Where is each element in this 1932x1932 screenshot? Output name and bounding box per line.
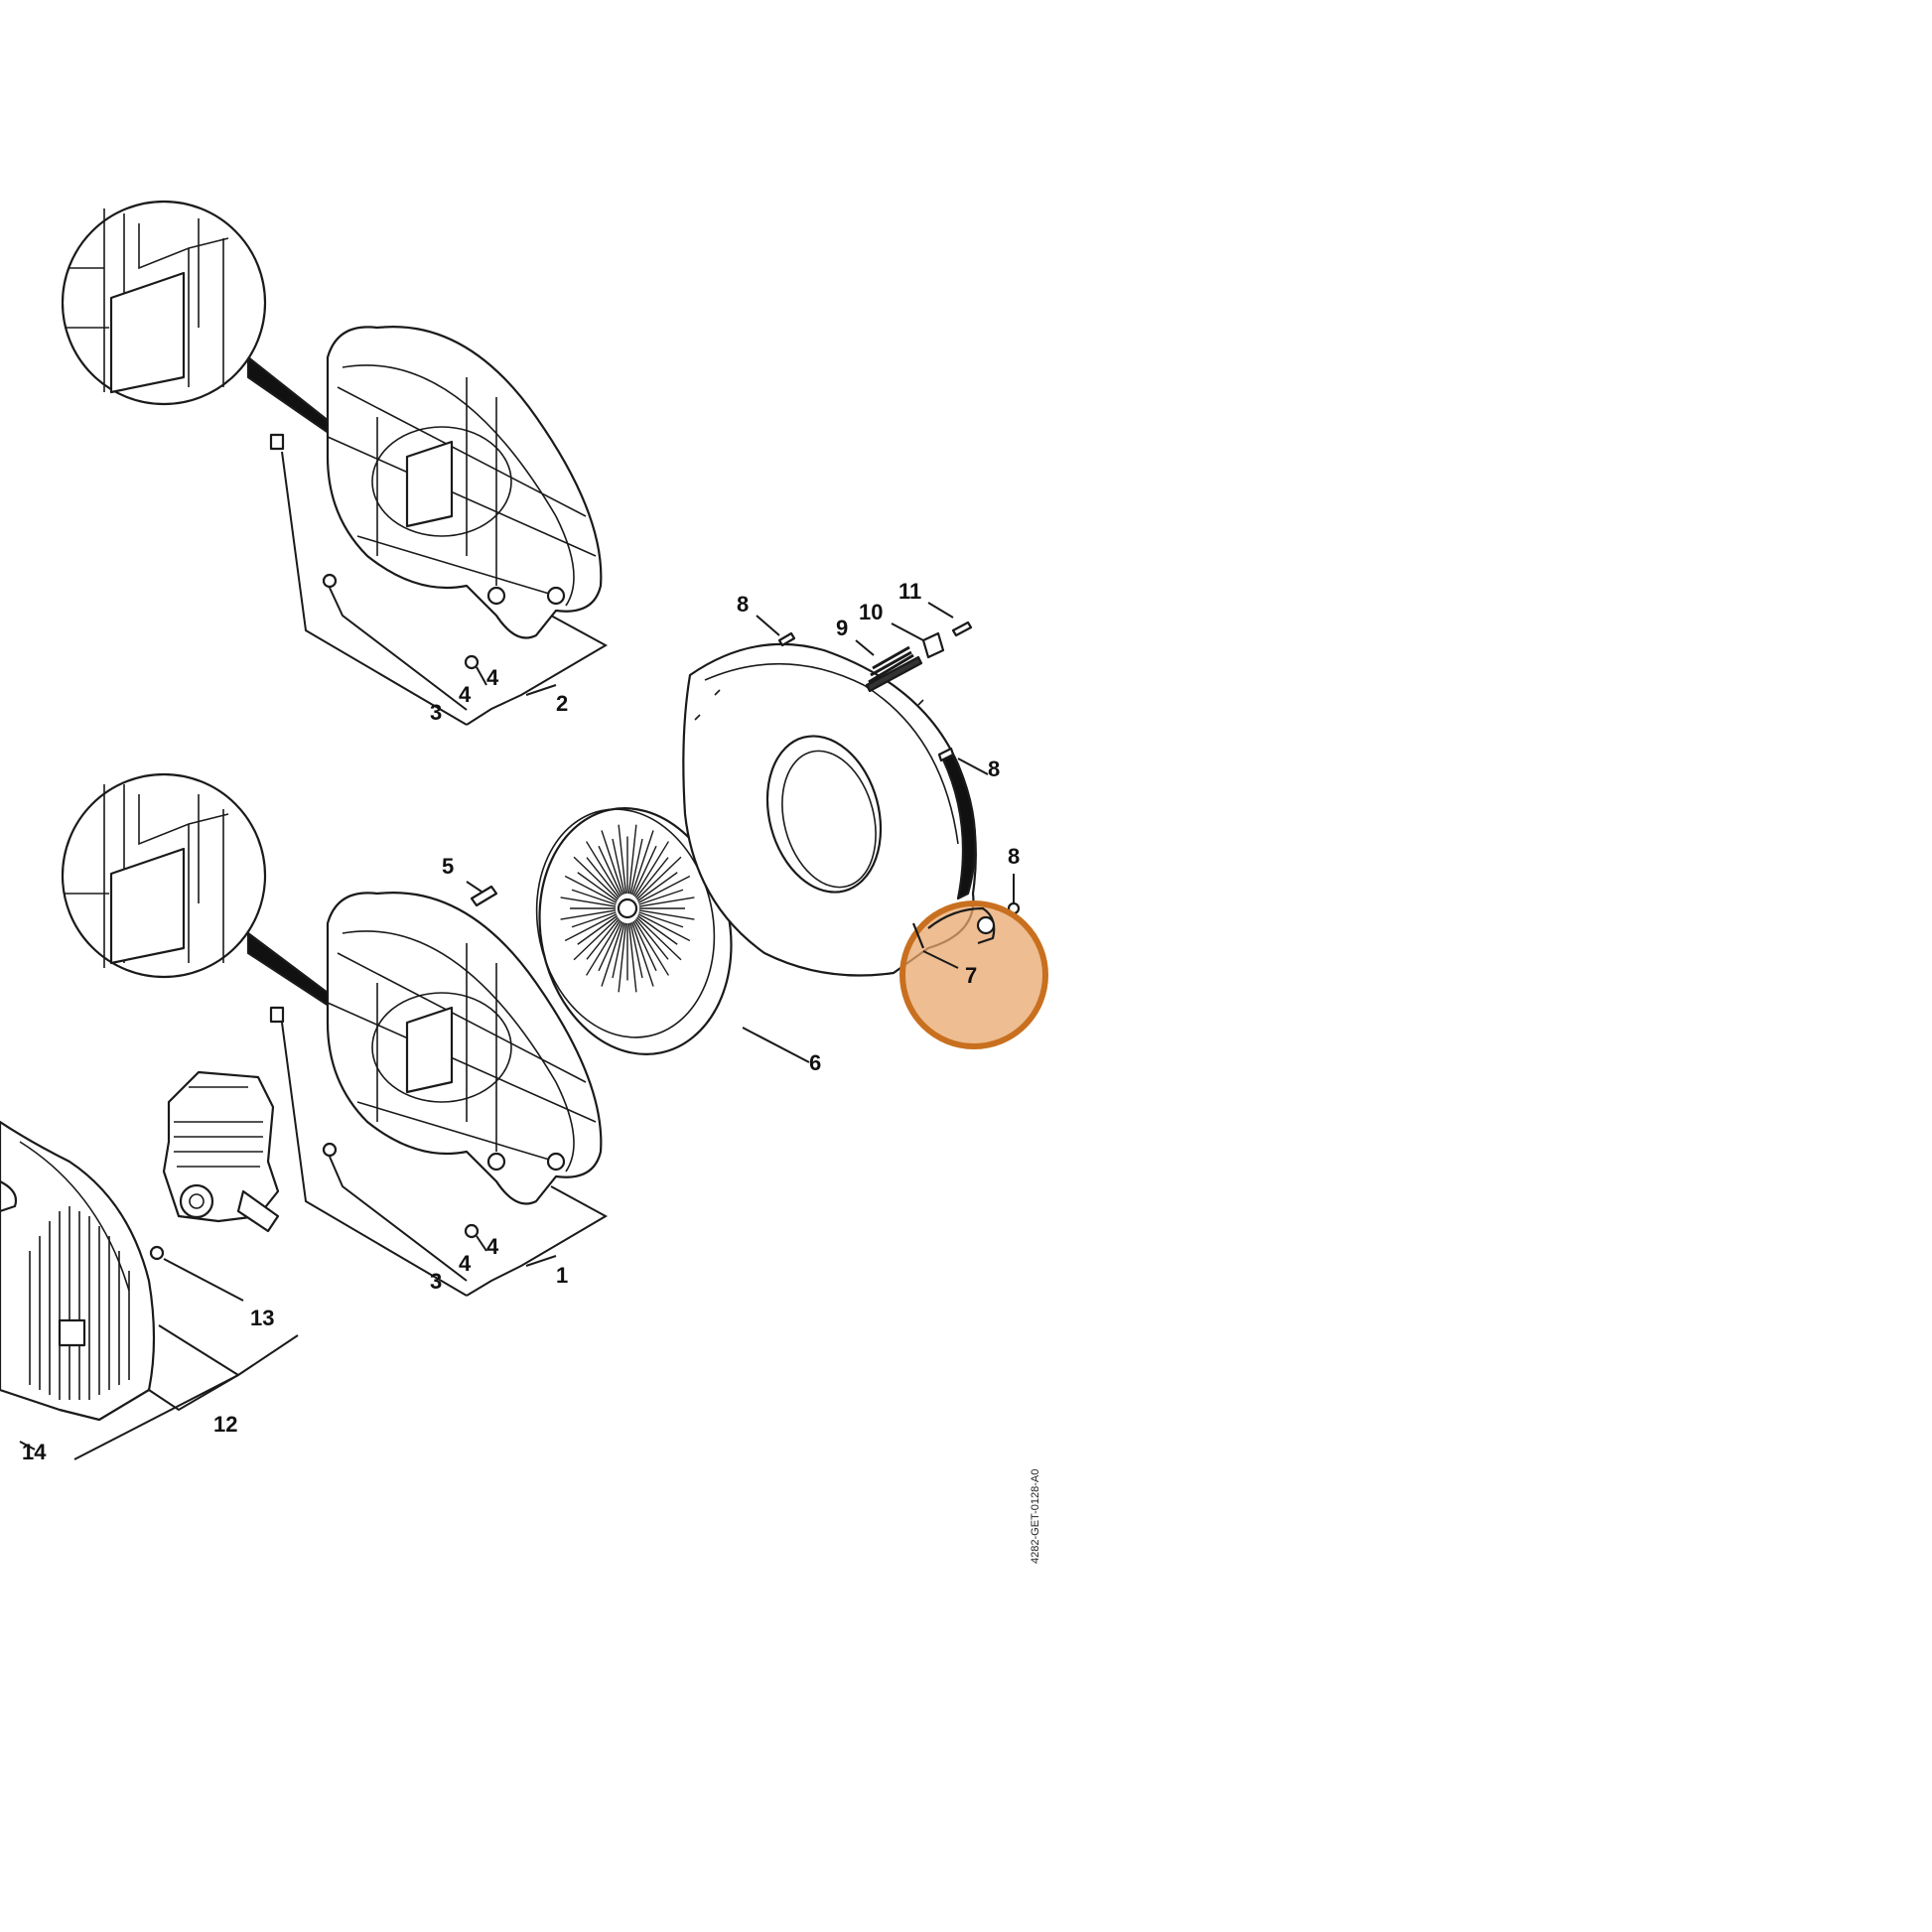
callout-8-top[interactable]: 8 [737, 592, 749, 617]
leaders-lower [281, 881, 609, 1297]
fan-spoke [560, 909, 617, 920]
fan-spoke [618, 824, 627, 895]
screw-part-8-top [777, 631, 796, 647]
callout-12[interactable]: 12 [213, 1412, 237, 1437]
fan-spoke [636, 916, 682, 961]
callout-7[interactable]: 7 [965, 963, 977, 988]
leaders-cover [756, 602, 1015, 903]
callout-10[interactable]: 10 [859, 600, 883, 624]
engine-unit [162, 1070, 280, 1233]
screw-part-13 [149, 1245, 165, 1261]
callout-3-upper[interactable]: 3 [430, 700, 442, 725]
fan-spoke [586, 841, 621, 897]
callout-4-upper-a[interactable]: 4 [486, 665, 499, 690]
callout-11[interactable]: 11 [898, 579, 921, 604]
callout-4-lower-a[interactable]: 4 [486, 1234, 499, 1259]
fan-spoke [586, 919, 621, 976]
fan-spoke [634, 857, 669, 898]
fan-spoke [577, 914, 619, 945]
fan-spoke [636, 856, 682, 900]
callout-14[interactable]: 14 [22, 1440, 47, 1464]
fan-spoke [577, 872, 619, 902]
fan-housing-lower [326, 892, 603, 1205]
fan-spoke [560, 897, 617, 907]
fan-spoke [633, 919, 669, 976]
fan-spoke [630, 830, 654, 896]
fan-spoke [601, 830, 624, 896]
screw-upper [269, 433, 285, 451]
fan-spoke [627, 922, 637, 993]
fan-spoke [629, 922, 643, 979]
fan-spoke [601, 921, 624, 987]
fan-spoke [618, 922, 627, 993]
fan-spoke [638, 897, 695, 907]
fan-spoke [638, 889, 684, 905]
fan-spoke [634, 918, 669, 960]
fan-spoke [612, 922, 625, 979]
fan-spoke [612, 838, 625, 895]
fan-spoke [637, 913, 691, 942]
fan-spoke [586, 857, 621, 898]
fan-spoke [636, 872, 678, 902]
callout-2[interactable]: 2 [556, 691, 568, 716]
leaders-upper [281, 451, 609, 726]
fan-spoke [638, 911, 684, 928]
washer-lower-a [322, 1142, 338, 1158]
fan-spoke [571, 889, 617, 905]
blower-cover [682, 642, 977, 977]
screw-lower [269, 1006, 285, 1024]
fan-wheel [535, 807, 810, 1063]
callout-9[interactable]: 9 [836, 616, 848, 640]
engine-shroud [0, 1120, 156, 1422]
fan-spoke [586, 918, 621, 960]
fan-spoke [629, 838, 643, 895]
callout-13[interactable]: 13 [250, 1306, 274, 1330]
fan-spoke [598, 845, 622, 897]
screw-part-5 [470, 885, 498, 907]
document-reference: 4282-GET-0128-A0 [1030, 1469, 1041, 1564]
highlight-circle[interactable] [899, 900, 1048, 1049]
fan-spoke [564, 913, 618, 942]
callout-1[interactable]: 1 [556, 1263, 568, 1288]
fan-spoke [564, 875, 618, 903]
callout-5[interactable]: 5 [442, 854, 454, 879]
fan-spoke [633, 841, 669, 897]
washer-upper-b [464, 654, 480, 670]
screw-part-8-mid [937, 747, 955, 762]
spring-part-9 [865, 645, 923, 693]
fan-spoke [598, 920, 622, 972]
fan-spoke [632, 845, 657, 897]
fan-spoke [571, 911, 617, 928]
callout-8-mid[interactable]: 8 [988, 757, 1000, 781]
fan-housing-upper [326, 326, 603, 639]
grommet-part-10 [921, 631, 945, 659]
callout-3-lower[interactable]: 3 [430, 1269, 442, 1294]
washer-upper-a [322, 573, 338, 589]
callout-4-lower-b[interactable]: 4 [459, 1251, 472, 1276]
callouts: 1 2 3 3 4 4 4 4 5 6 7 8 8 8 9 10 11 12 1… [22, 579, 1020, 1464]
callout-4-upper-b[interactable]: 4 [459, 682, 472, 707]
callout-8-low[interactable]: 8 [1008, 844, 1020, 869]
fan-spoke [573, 856, 619, 900]
fan-spokes [560, 824, 695, 993]
washer-lower-b [464, 1223, 480, 1239]
screw-part-11 [951, 621, 973, 637]
fan-spoke [630, 921, 654, 987]
callout-6[interactable]: 6 [809, 1050, 821, 1075]
fan-spoke [637, 875, 691, 903]
fan-spoke [638, 909, 695, 920]
fan-spoke [636, 914, 678, 945]
fan-spoke [632, 920, 657, 972]
fan-spoke [627, 824, 637, 895]
leaders-shroud [19, 1258, 299, 1460]
fan-spoke [573, 916, 619, 961]
highlight-marker[interactable] [899, 900, 1048, 1049]
